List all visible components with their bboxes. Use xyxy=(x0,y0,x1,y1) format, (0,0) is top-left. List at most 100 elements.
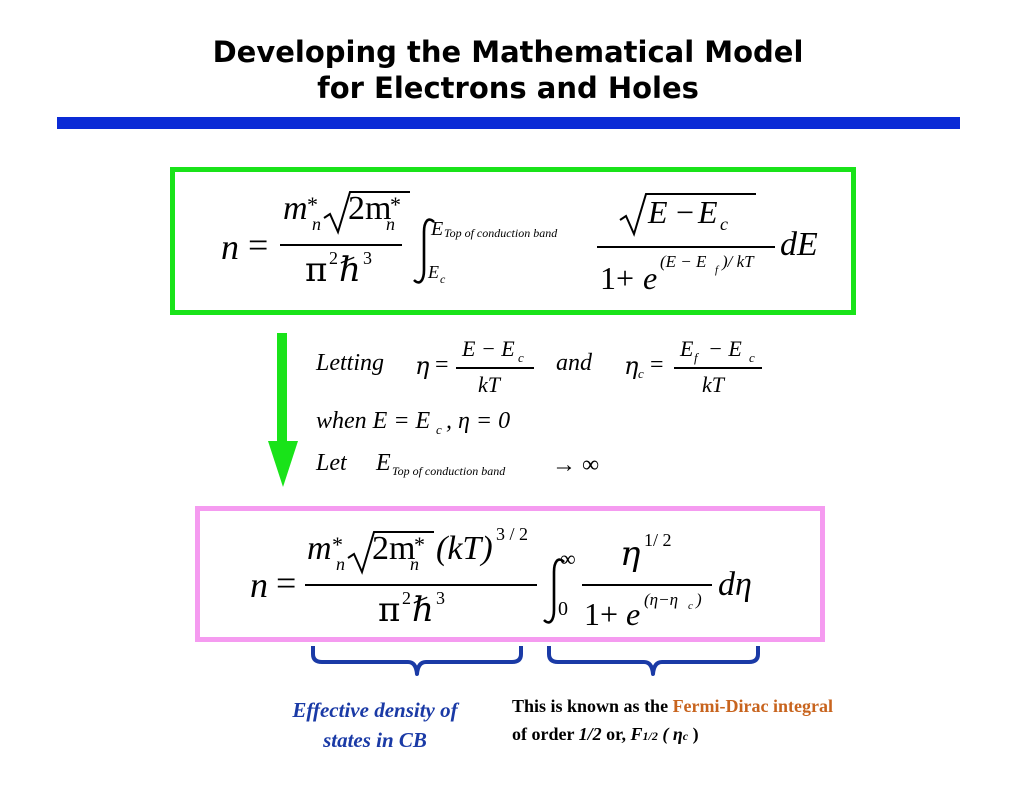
eq2-sqrt-content: 2m xyxy=(372,530,416,567)
subst-eq1: = xyxy=(435,352,449,378)
eq1-lower-limit-E: E xyxy=(428,262,439,282)
subst-when-tail: , η = 0 xyxy=(446,408,511,434)
eq2-den-exp3: 3 xyxy=(436,588,445,608)
eq2-integrand-exp: 1/ 2 xyxy=(644,530,672,550)
caption-effective-density-line1: Effective density of xyxy=(292,698,458,722)
equation-box-general xyxy=(170,167,856,315)
caption-fd-order: 1/2 xyxy=(578,724,602,744)
caption-fd-arg-sub: c xyxy=(682,729,689,743)
caption-fd-or: or, xyxy=(601,724,631,744)
subst-etac-num-f: f xyxy=(694,350,698,365)
subst-let-sub: Top of conduction band xyxy=(392,464,506,478)
eq2-fraction-bar xyxy=(305,584,537,586)
eq1-den-exp3: 3 xyxy=(363,248,372,268)
eq2-sqrt-sub-n: n xyxy=(410,554,419,574)
eq2-den-hbar: ℏ xyxy=(412,590,434,630)
eq2-den-pi: π xyxy=(378,590,401,630)
eq1-fraction-bar xyxy=(280,244,402,246)
caption-fermi-dirac-line1: This is known as the Fermi-Dirac integra… xyxy=(512,693,833,719)
subst-etac-num-E: E xyxy=(680,336,694,361)
eq1-sqrt-content: 2m xyxy=(348,190,392,227)
eq1-sqrt-star: * xyxy=(390,192,401,217)
eq1-integrand-Ec: E xyxy=(698,194,718,230)
eq1-integrand-sqrt xyxy=(619,193,756,237)
subst-eta-den: kT xyxy=(478,372,500,397)
eq2-den-exp2: 2 xyxy=(402,588,411,608)
caption-effective-density-line2: states in CB xyxy=(323,728,427,752)
subst-when-sub: c xyxy=(436,422,442,437)
subst-eta-bar xyxy=(456,367,534,369)
eq2-den-one-plus: 1+ xyxy=(584,596,619,632)
eq2-exponent-close: ) xyxy=(696,590,702,609)
equation-box-substituted xyxy=(195,506,825,642)
caption-fd-close: ) xyxy=(692,724,699,744)
eq1-sqrt-sub-n: n xyxy=(386,214,395,234)
subst-when: when E = E xyxy=(316,408,431,434)
page-title-line1: Developing the Mathematical Model xyxy=(212,35,804,69)
left-brace xyxy=(311,646,523,676)
eq2-deta: dη xyxy=(718,566,752,603)
eq1-integrand-minus: − xyxy=(676,194,695,230)
caption-fd-order-pre: of order xyxy=(512,724,579,744)
subst-etac-den: kT xyxy=(702,372,724,397)
eq1-exponent-tail: )/ kT xyxy=(722,252,754,271)
eq1-equals: = xyxy=(248,225,269,265)
eq2-num-sub-n: n xyxy=(336,554,345,574)
subst-etac: η xyxy=(624,352,639,380)
eq1-num-star: * xyxy=(307,192,318,217)
eq2-sqrt-star: * xyxy=(414,532,425,557)
eq2-integral-sign xyxy=(543,558,565,624)
subst-etac-sub: c xyxy=(638,366,644,381)
eq2-equals: = xyxy=(276,563,297,603)
caption-fd-highlight: Fermi-Dirac integral xyxy=(672,696,833,716)
eq2-lhs-n: n xyxy=(250,565,268,605)
down-arrow xyxy=(268,333,298,487)
page-title-line2: for Electrons and Holes xyxy=(317,71,699,105)
eq1-den-pi: π xyxy=(305,250,328,290)
subst-and: and xyxy=(556,350,592,376)
eq2-num-m: m xyxy=(307,530,332,567)
subst-etac-num-rest: − E xyxy=(708,336,742,361)
eq2-exponent-c: c xyxy=(688,600,693,612)
eq2-num-star: * xyxy=(332,532,343,557)
eq2-kT-exp: 3 / 2 xyxy=(496,524,529,544)
eq1-den-exp2: 2 xyxy=(329,248,338,268)
eq1-lhs-n: n xyxy=(221,227,239,267)
caption-fd-F-sub: 1/2 xyxy=(642,729,658,743)
eq1-integrand-Ec-sub: c xyxy=(720,214,728,234)
eq2-sqrt-sign xyxy=(347,531,434,575)
caption-fd-arg: ( η xyxy=(662,724,683,744)
eq1-den-one-plus: 1+ xyxy=(600,260,635,296)
caption-fd-prefix: This is known as the xyxy=(512,696,673,716)
eq1-integrand-bar xyxy=(597,246,775,248)
subst-let: Let xyxy=(316,450,347,476)
eq1-den-hbar: ℏ xyxy=(339,250,361,290)
eq1-den-e: e xyxy=(643,260,658,296)
subst-eta: η xyxy=(415,352,430,380)
caption-fermi-dirac-line2: of order 1/2 or, F1/2 ( ηc ) xyxy=(512,721,699,749)
right-brace xyxy=(547,646,760,676)
eq1-exponent-f: f xyxy=(715,264,719,276)
eq2-lower-limit: 0 xyxy=(558,598,568,620)
eq1-integrand-E: E xyxy=(648,194,668,230)
subst-let-E: E xyxy=(376,450,391,476)
title-underline-bar xyxy=(57,117,960,129)
eq1-upper-limit-sub: Top of conduction band xyxy=(444,226,558,240)
eq1-num-m: m xyxy=(283,190,308,227)
subst-let-tail: → ∞ xyxy=(552,452,600,478)
caption-fd-F: F xyxy=(630,724,643,744)
eq2-upper-limit: ∞ xyxy=(560,546,576,571)
eq1-dE: dE xyxy=(780,226,818,263)
subst-etac-bar xyxy=(674,367,762,369)
eq1-sqrt-sign xyxy=(323,191,410,235)
eq2-den-e: e xyxy=(626,596,641,632)
subst-etac-num-c: c xyxy=(749,350,755,365)
eq2-integrand-bar xyxy=(582,584,712,586)
eq1-integral-sign xyxy=(413,218,435,284)
eq2-kT: (kT) xyxy=(436,530,493,567)
subst-letting: Letting xyxy=(316,350,385,376)
subst-eta-num: E − E xyxy=(462,336,515,361)
subst-eta-num-sub: c xyxy=(518,350,524,365)
eq1-num-sub-n: n xyxy=(312,214,321,234)
eq1-upper-limit-E: E xyxy=(431,218,444,240)
